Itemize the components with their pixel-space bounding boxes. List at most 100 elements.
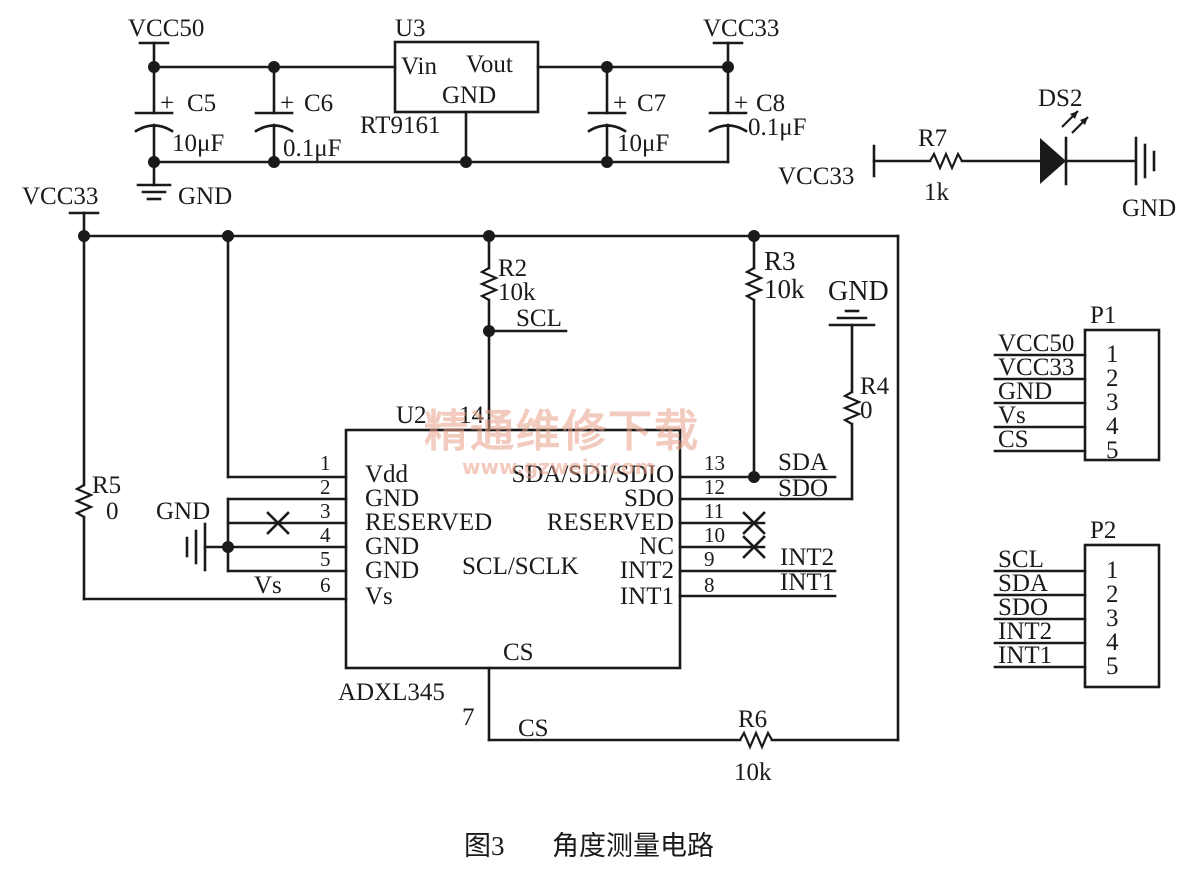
u3-gnd-label: GND: [442, 82, 496, 109]
connector-p2: P2 SCL SDA SDO INT2 INT1 1 2 3 4 5: [993, 517, 1161, 689]
c5-value: 10μF: [172, 130, 224, 157]
watermark: 精通维修下载 www.gzweix.com: [424, 406, 700, 479]
led-indicator-section: VCC33 R7 1k DS2 GND: [778, 85, 1176, 222]
p2-net: INT1: [998, 642, 1052, 669]
p1-pin-num: 2: [1106, 365, 1119, 392]
c7-plus: +: [613, 90, 627, 117]
resistor-r7: [929, 151, 963, 171]
capacitor-c8: [708, 65, 748, 164]
chip-left-pin-num: 1: [320, 451, 331, 475]
chip-left-pin-num: 3: [320, 499, 331, 523]
c6-ref: C6: [304, 90, 333, 117]
int2-net-label: INT2: [780, 544, 834, 571]
chip-right-pin-name: SDO: [624, 485, 674, 512]
resistor-r6: [739, 730, 773, 750]
p2-net: INT2: [998, 618, 1052, 645]
r6-value: 10k: [734, 759, 772, 786]
p2-pin-num: 2: [1106, 581, 1119, 608]
watermark-text: 精通维修下载: [424, 406, 700, 457]
r3-ref: R3: [764, 246, 796, 276]
p2-pin-num: 4: [1106, 629, 1119, 656]
gnd-label-left: GND: [156, 498, 210, 525]
no-connect-marker-pin10: [742, 535, 766, 559]
r7-ref: R7: [918, 125, 947, 152]
chip-right-pin-num: 10: [704, 523, 725, 547]
p1-net: VCC50: [998, 330, 1074, 357]
p1-net: VCC33: [998, 354, 1074, 381]
chip-right-pin-name: RESERVED: [547, 509, 674, 536]
power-supply-section: VCC50 VCC33 U3 Vin Vout GND RT9161 + C5 …: [128, 15, 807, 210]
p1-net: Vs: [998, 402, 1026, 429]
chip-left-pin-name: Vs: [365, 583, 393, 610]
vcc33-label-led: VCC33: [778, 163, 854, 190]
chip-right-pin-num: 8: [704, 573, 715, 597]
c8-ref: C8: [756, 90, 785, 117]
r3-value: 10k: [764, 274, 805, 304]
ground-symbol-left: [185, 522, 207, 572]
accelerometer-section: VCC33 R2 10k SCL R3 10k GND R4 0 R5 0 GN…: [22, 183, 900, 786]
watermark-url: www.gzweix.com: [462, 455, 656, 479]
c7-ref: C7: [637, 90, 666, 117]
gnd-label-top: GND: [828, 276, 889, 307]
no-connect-marker-pin11: [742, 511, 766, 535]
p1-ref: P1: [1090, 302, 1116, 329]
chip-right-pin-name: INT2: [620, 557, 674, 584]
chip-left-pin-name: RESERVED: [365, 509, 492, 536]
ground-symbol-top: [828, 309, 876, 327]
r7-value: 1k: [924, 179, 950, 206]
p1-pin-num: 1: [1106, 341, 1119, 368]
c6-value: 0.1μF: [283, 135, 342, 162]
capacitor-c7: [587, 65, 627, 164]
chip-right-pin-num: 11: [704, 499, 724, 523]
u2-part: ADXL345: [338, 679, 445, 706]
capacitor-c6: [254, 65, 294, 164]
connector-p1: P1 VCC50 VCC33 GND Vs CS 1 2 3 4 5: [993, 302, 1161, 464]
r4-value: 0: [860, 397, 873, 424]
caption-figure-number: 图3: [464, 831, 505, 861]
u3-vout-label: Vout: [466, 51, 513, 78]
chip-left-pin-num: 6: [320, 573, 331, 597]
ds2-ref: DS2: [1038, 85, 1082, 112]
sdo-net-label: SDO: [778, 475, 828, 502]
p2-pin-num: 5: [1106, 653, 1119, 680]
p2-net: SDO: [998, 594, 1048, 621]
ground-symbol-led: [1134, 136, 1156, 186]
chip-right-pin-num: 12: [704, 475, 725, 499]
int1-net-label: INT1: [780, 569, 834, 596]
r6-ref: R6: [738, 706, 767, 733]
chip-scl-label: SCL/SCLK: [462, 553, 579, 580]
u3-part-label: RT9161: [360, 112, 440, 139]
c5-plus: +: [160, 90, 174, 117]
no-connect-marker-pin3: [266, 511, 290, 535]
chip-right-pin-name: INT1: [620, 583, 674, 610]
p1-net: CS: [998, 426, 1029, 453]
resistor-r5: [74, 484, 94, 518]
pin14-label: 14: [459, 402, 485, 429]
r2-ref: R2: [498, 255, 527, 282]
cs-net-label: CS: [518, 715, 549, 742]
chip-left-pin-num: 4: [320, 523, 331, 547]
led-ds2: [1040, 110, 1089, 186]
vs-net-label: Vs: [254, 572, 282, 599]
u3-ref-label: U3: [395, 15, 426, 42]
chip-left-pin-name: GND: [365, 485, 419, 512]
p1-pin-num: 4: [1106, 413, 1119, 440]
vcc33-label-main: VCC33: [22, 183, 98, 210]
c8-plus: +: [734, 90, 748, 117]
chip-right-pin-num: 13: [704, 451, 725, 475]
r2-value: 10k: [498, 279, 536, 306]
r5-ref: R5: [92, 472, 121, 499]
c8-value: 0.1μF: [748, 114, 807, 141]
p2-net: SDA: [998, 570, 1048, 597]
gnd-label-led: GND: [1122, 195, 1176, 222]
p2-pin-num: 3: [1106, 605, 1119, 632]
u2-adxl345-chip: [344, 428, 682, 670]
r5-value: 0: [106, 498, 119, 525]
chip-left-pin-name: GND: [365, 557, 419, 584]
p1-pin-num: 5: [1106, 437, 1119, 464]
c6-plus: +: [280, 90, 294, 117]
gnd-label-power: GND: [178, 183, 232, 210]
p1-net: GND: [998, 378, 1052, 405]
c5-ref: C5: [187, 90, 216, 117]
pin7-label: 7: [462, 704, 475, 731]
